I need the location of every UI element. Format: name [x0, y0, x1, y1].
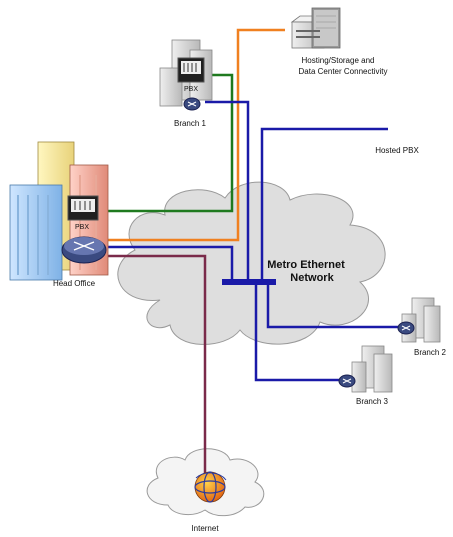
head-office-label: Head Office: [53, 279, 96, 288]
branch2-router-icon: [397, 321, 415, 335]
hosted-pbx-label: Hosted PBX: [375, 146, 419, 155]
metro-ethernet-label-line1: Metro Ethernet: [267, 259, 345, 271]
server-icon: [290, 7, 341, 49]
head-office-pbx-icon: [67, 195, 99, 221]
branch1-label: Branch 1: [174, 119, 207, 128]
head-office-pbx-label: PBX: [75, 224, 89, 231]
branch3-label: Branch 3: [356, 397, 389, 406]
branch2-label: Branch 2: [414, 348, 447, 357]
branch1-pbx-icon: [177, 57, 205, 83]
branch1-router-icon: [183, 97, 201, 111]
head-office-router-icon: [61, 236, 107, 264]
branch3-building-icon: [351, 345, 393, 393]
maroon-internet-link: [105, 254, 207, 475]
hosting-label-line1: Hosting/Storage and: [302, 56, 375, 65]
metro-ethernet-cloud-icon: [117, 181, 386, 345]
globe-icon: [194, 471, 227, 503]
internet-label: Internet: [191, 524, 219, 533]
metro-ethernet-label-line2: Network: [290, 272, 334, 284]
orange-datacenter-link: [105, 28, 285, 242]
hosting-label-line2: Data Center Connectivity: [299, 67, 388, 76]
branch2-building-icon: [401, 297, 441, 343]
metro-ethernet-bus: [222, 279, 276, 285]
blue-ethernet-links: [105, 100, 402, 382]
branch3-router-icon: [338, 374, 356, 388]
branch1-pbx-label: PBX: [184, 86, 198, 93]
green-pbx-link: [98, 73, 234, 213]
